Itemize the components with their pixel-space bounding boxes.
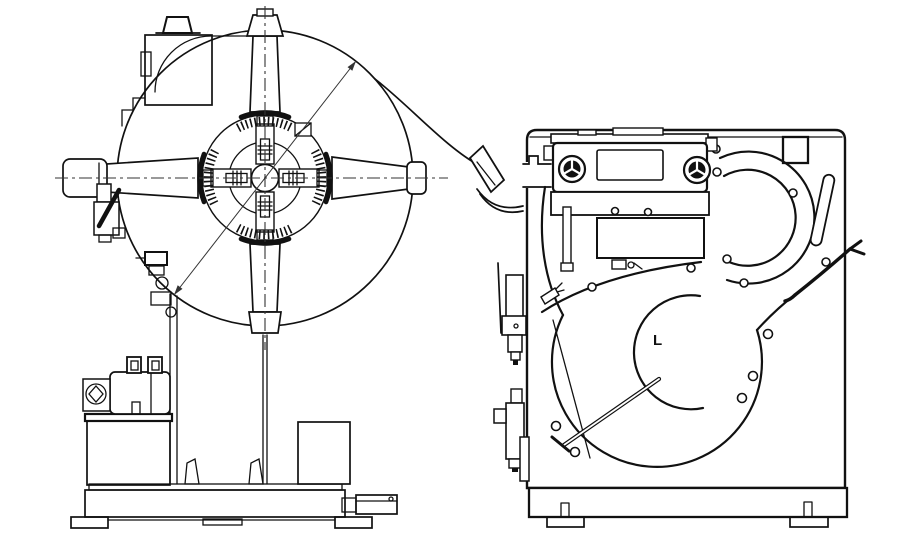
feeder-head xyxy=(543,127,718,272)
base-foot xyxy=(789,516,829,528)
hydraulic-tank xyxy=(86,420,171,486)
decoiler-base xyxy=(70,483,398,529)
strip-loops xyxy=(540,150,816,468)
handwheel-right xyxy=(682,155,712,185)
head-window xyxy=(596,149,664,181)
brake-lever xyxy=(93,183,126,243)
base-foot xyxy=(546,516,585,528)
base-foot xyxy=(70,516,109,529)
decoiler-front-view xyxy=(55,6,481,529)
loop-sensor-rod xyxy=(550,376,662,453)
base-extension xyxy=(355,494,398,515)
head-lower-box xyxy=(596,217,705,259)
adjustment-slot xyxy=(809,173,836,247)
loop-size-label: L xyxy=(653,332,662,349)
sensor-bracket xyxy=(540,282,565,305)
pneumatic-oiler xyxy=(497,262,527,365)
strip-from-coil xyxy=(374,78,481,167)
strip-storage-loop xyxy=(550,313,764,468)
straightener-side-view: L xyxy=(468,127,866,528)
air-filter-regulator xyxy=(493,388,530,482)
coil-diameter-dimension xyxy=(173,60,357,296)
handwheel-left xyxy=(557,154,587,184)
junction-box xyxy=(781,135,810,165)
exit-strip xyxy=(783,239,866,303)
decoiler-drive-housing xyxy=(121,16,248,127)
base-foot xyxy=(334,516,373,529)
hydraulic-power-unit xyxy=(82,356,174,486)
entry-guide xyxy=(468,144,524,214)
guide-rollers xyxy=(550,144,831,458)
strip-inlet xyxy=(522,155,552,188)
centerlines xyxy=(55,6,448,350)
brake-valve-stack xyxy=(135,251,177,318)
base-cabinet-box xyxy=(297,421,351,485)
straightener-base xyxy=(527,486,849,528)
